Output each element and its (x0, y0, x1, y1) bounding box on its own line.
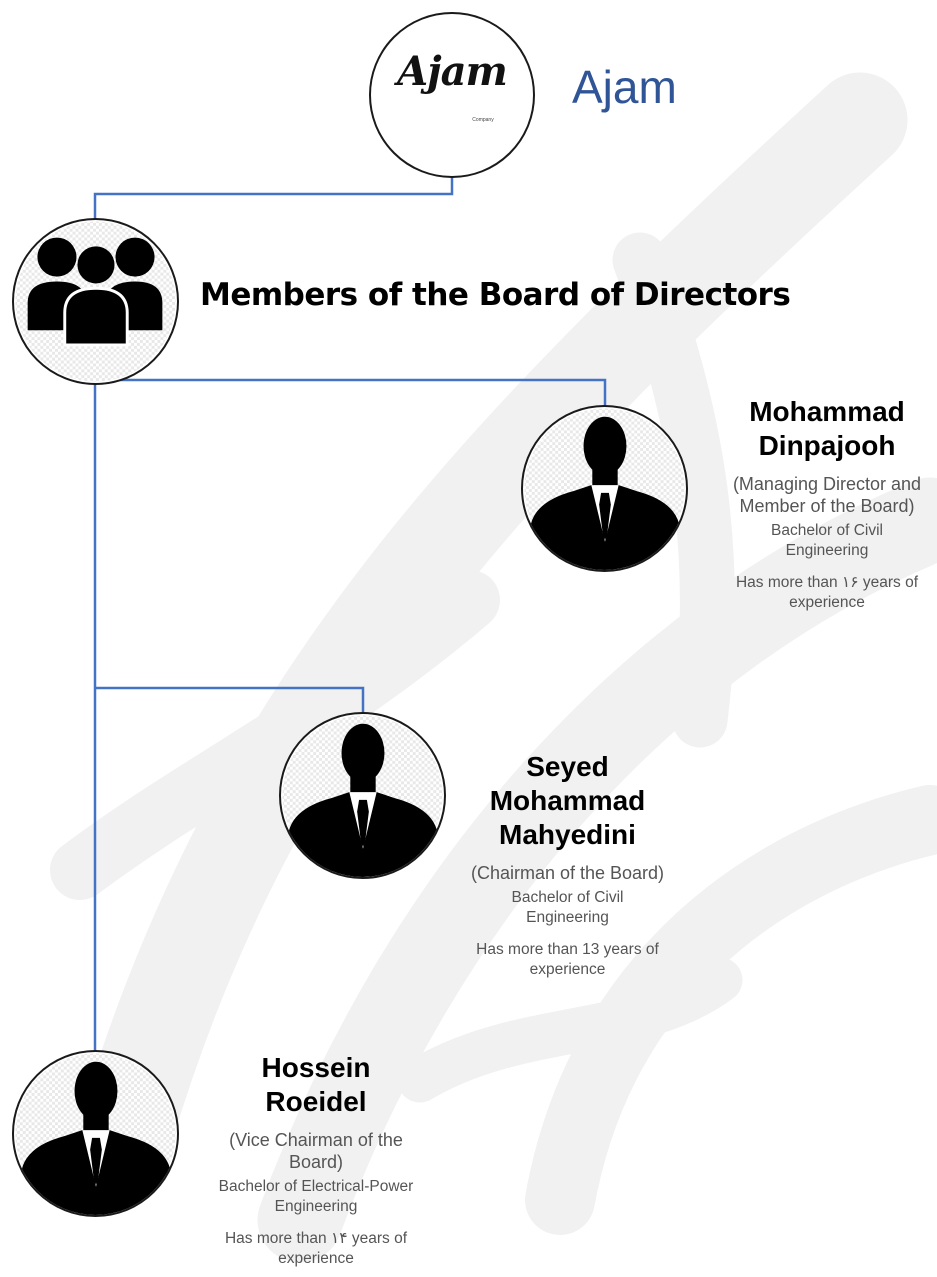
logo-subtext: Company (472, 117, 494, 123)
company-name: Ajam (572, 61, 677, 113)
member-degree: Bachelor of Civil Engineering (511, 889, 624, 926)
member-name: Mohammad Dinpajooh (749, 396, 905, 461)
member-card-mahyedini: Seyed Mohammad Mahyedini (Chairman of th… (455, 750, 680, 980)
connector-board-to-dinpajooh (95, 378, 607, 407)
member-card-dinpajooh: Mohammad Dinpajooh (Managing Director an… (718, 395, 936, 613)
logo-wordmark: Ajam (397, 48, 508, 95)
member-experience: Has more than 13 years of experience (476, 941, 659, 978)
connector-logo-to-board (93, 176, 454, 220)
member-role: (Managing Director and Member of the Boa… (732, 474, 922, 516)
member-degree: Bachelor of Civil Engineering (771, 522, 883, 559)
member-name: Seyed Mohammad Mahyedini (489, 751, 646, 850)
avatar-seyed-mohammad-mahyedini (279, 712, 446, 879)
avatar-mohammad-dinpajooh (521, 405, 688, 572)
member-card-roeidel: Hossein Roeidel (Vice Chairman of the Bo… (200, 1051, 432, 1269)
member-name: Hossein Roeidel (261, 1052, 371, 1117)
company-logo (369, 12, 535, 178)
connector-board-to-mahyedini (95, 686, 365, 714)
member-degree: Bachelor of Electrical-Power Engineering (218, 1178, 414, 1215)
member-role: (Vice Chairman of the Board) (229, 1130, 403, 1172)
board-group-icon (12, 218, 179, 385)
member-experience: Has more than ۱۶ years of experience (735, 574, 919, 611)
member-experience: Has more than ۱۴ years of experience (224, 1230, 408, 1267)
avatar-hossein-roeidel (12, 1050, 179, 1217)
member-role: (Chairman of the Board) (470, 863, 665, 883)
section-title: Members of the Board of Directors (200, 277, 791, 313)
